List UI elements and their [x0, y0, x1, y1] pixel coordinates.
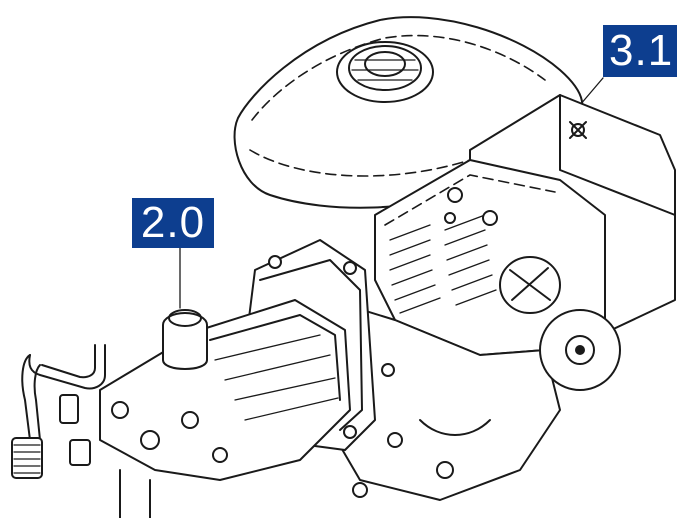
leader-line-engine [579, 77, 604, 106]
hose-assembly [11, 344, 151, 518]
callout-engine[interactable]: 3.1 [603, 25, 677, 77]
pump-body [99, 299, 351, 481]
callout-pump[interactable]: 2.0 [132, 198, 214, 248]
